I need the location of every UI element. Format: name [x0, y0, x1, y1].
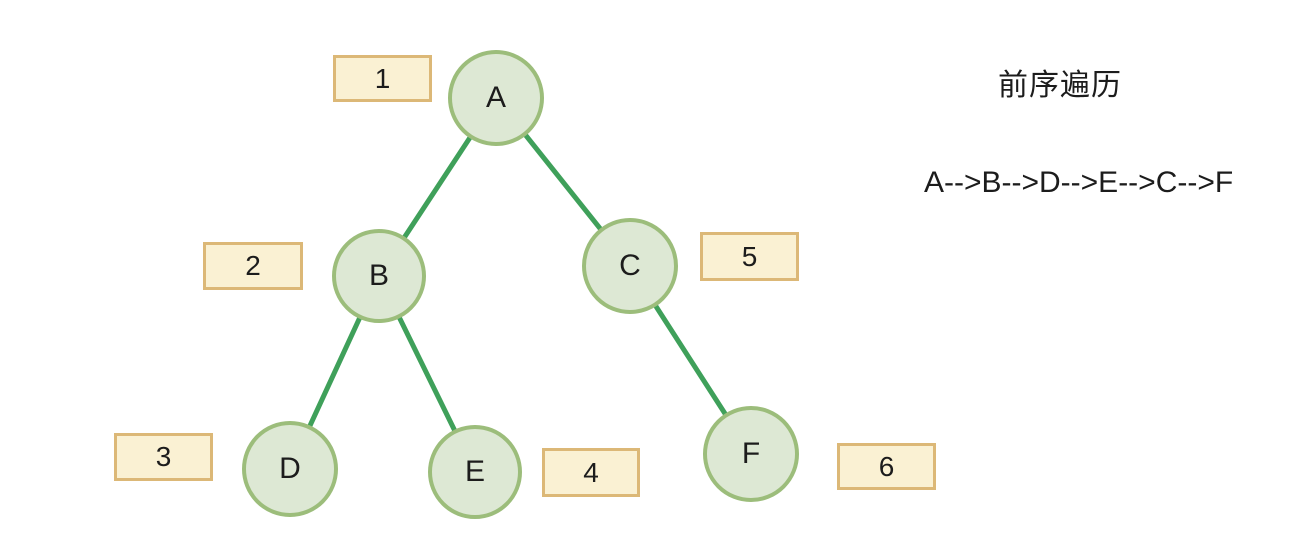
tree-node-a-label: A	[485, 81, 506, 114]
traversal-sequence: A-->B-->D-->E-->C-->F	[924, 166, 1234, 199]
order-label-3-text: 3	[155, 441, 172, 472]
tree-node-c: C	[582, 218, 678, 314]
order-label-4-text: 4	[583, 456, 599, 488]
tree-node-d: D	[242, 421, 338, 517]
order-label-6: 6	[837, 443, 936, 490]
tree-node-a: A	[448, 50, 544, 146]
tree-node-f: F	[703, 406, 799, 502]
order-label-2: 2	[203, 242, 303, 290]
tree-node-d-label: D	[279, 452, 301, 485]
order-label-1-text: 1	[374, 62, 391, 94]
tree-node-f-label: F	[741, 437, 761, 470]
annotation-title: 前序遍历	[998, 69, 1122, 102]
tree-node-c-label: C	[619, 249, 641, 282]
order-label-2-text: 2	[245, 250, 261, 281]
order-label-6-text: 6	[878, 450, 895, 482]
tree-node-e-label: E	[464, 455, 485, 488]
order-label-4: 4	[542, 448, 640, 497]
tree-node-e: E	[428, 425, 522, 519]
order-label-3: 3	[114, 433, 213, 481]
order-label-5: 5	[700, 232, 799, 281]
order-label-5-text: 5	[741, 240, 758, 272]
tree-node-b: B	[332, 229, 426, 323]
tree-node-b-label: B	[368, 259, 389, 292]
order-label-1: 1	[333, 55, 432, 102]
